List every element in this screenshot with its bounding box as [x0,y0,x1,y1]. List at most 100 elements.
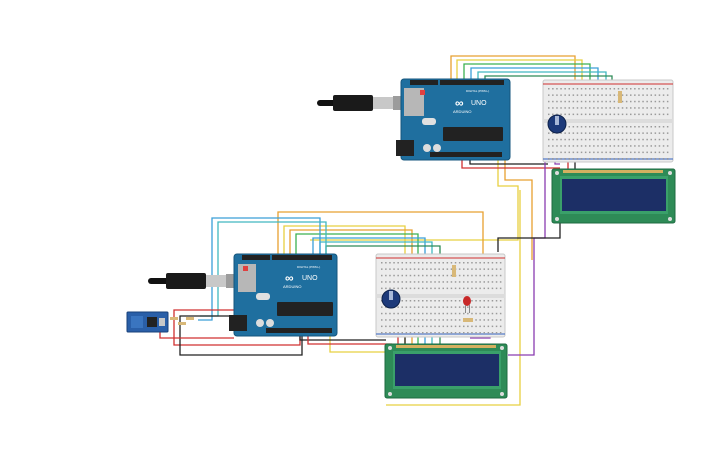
breadboard-hole [572,126,575,128]
breadboard-hole [417,274,420,277]
breadboard-hole [621,138,624,141]
breadboard-hole [446,312,449,315]
breadboard-hole [666,113,669,116]
breadboard-hole [483,281,485,283]
breadboard-hole [662,132,665,134]
breadboard-hole [475,325,477,328]
breadboard-hole [442,300,444,302]
lcd-display-bottom[interactable] [384,343,508,399]
breadboard-hole [405,332,408,334]
breadboard-hole [405,319,408,321]
breadboard-hole [446,274,449,277]
breadboard-hole [621,132,624,134]
breadboard-hole [434,332,436,334]
breadboard-hole [446,268,449,270]
breadboard-hole [422,274,424,277]
breadboard-hole [642,151,644,154]
breadboard-bottom[interactable] [375,253,506,338]
breadboard-hole [483,319,485,321]
potentiometer-bottom[interactable] [381,289,401,309]
breadboard-hole [560,107,562,109]
breadboard-hole [556,151,558,154]
breadboard-hole [495,319,498,321]
breadboard-hole [572,138,575,141]
breadboard-hole [568,126,570,128]
potentiometer-top[interactable] [547,114,567,134]
arduino-board-top[interactable]: ∞ ARDUINO UNO DIGITAL (PWM~) [396,78,511,161]
breadboard-hole [634,94,636,96]
breadboard-hole [642,94,644,96]
breadboard-hole [499,306,502,308]
breadboard-hole [589,107,591,109]
breadboard-hole [393,262,395,264]
breadboard-hole [417,319,420,321]
breadboard-hole [613,94,616,96]
breadboard-hole [580,138,583,141]
breadboard-hole [638,100,640,103]
breadboard-hole [568,138,570,141]
breadboard-hole [609,113,611,116]
breadboard-hole [658,138,661,141]
lcd-display-top[interactable] [551,168,676,224]
breadboard-hole [450,332,453,334]
wires-bottom [159,160,561,406]
arduino-board-bottom[interactable]: ∞ ARDUINO UNO DIGITAL (PWM~) [229,253,338,337]
breadboard-hole [568,158,570,160]
breadboard-hole [568,107,570,109]
breadboard-hole [483,268,485,270]
breadboard-hole [434,300,436,302]
breadboard-hole [613,126,616,128]
breadboard-hole [597,94,599,96]
led-bottom[interactable] [463,296,471,313]
breadboard-hole [552,88,554,90]
breadboard-hole [479,281,481,283]
breadboard-hole [491,306,494,308]
breadboard-hole [409,287,412,290]
breadboard-hole [589,94,591,96]
breadboard-hole [572,100,575,103]
breadboard-hole [560,158,562,160]
breadboard-hole [454,325,457,328]
breadboard-hole [568,88,570,90]
breadboard-hole [597,132,599,134]
breadboard-hole [450,300,453,302]
breadboard-hole [556,138,558,141]
usb-cable-icon [148,278,170,284]
breadboard-hole [381,325,383,328]
breadboard-hole [499,262,502,264]
breadboard-hole [666,94,669,96]
breadboard-hole [548,107,550,109]
breadboard-hole [572,145,575,147]
breadboard-hole [584,113,587,116]
breadboard-hole [654,126,657,128]
breadboard-hole [589,132,591,134]
breadboard-hole [630,151,632,154]
breadboard-hole [638,113,640,116]
breadboard-hole [584,94,587,96]
breadboard-hole [625,88,628,90]
wifi-module[interactable] [126,311,194,333]
breadboard-hole [463,325,465,328]
breadboard-hole [417,332,420,334]
breadboard-hole [389,332,391,334]
breadboard-hole [605,132,607,134]
breadboard-hole [389,274,391,277]
breadboard-hole [634,88,636,90]
breadboard-hole [442,268,444,270]
breadboard-hole [409,274,412,277]
breadboard-hole [621,145,624,147]
breadboard-hole [658,145,661,147]
breadboard-hole [589,88,591,90]
breadboard-hole [405,268,408,270]
breadboard-hole [417,268,420,270]
breadboard-hole [609,88,611,90]
breadboard-holes-top [548,88,669,160]
breadboard-hole [463,332,465,334]
breadboard-hole [654,138,657,141]
breadboard-hole [609,151,611,154]
breadboard-hole [483,312,485,315]
breadboard-hole [625,151,628,154]
breadboard-top[interactable] [542,79,674,163]
breadboard-hole [397,325,399,328]
breadboard-hole [422,325,424,328]
